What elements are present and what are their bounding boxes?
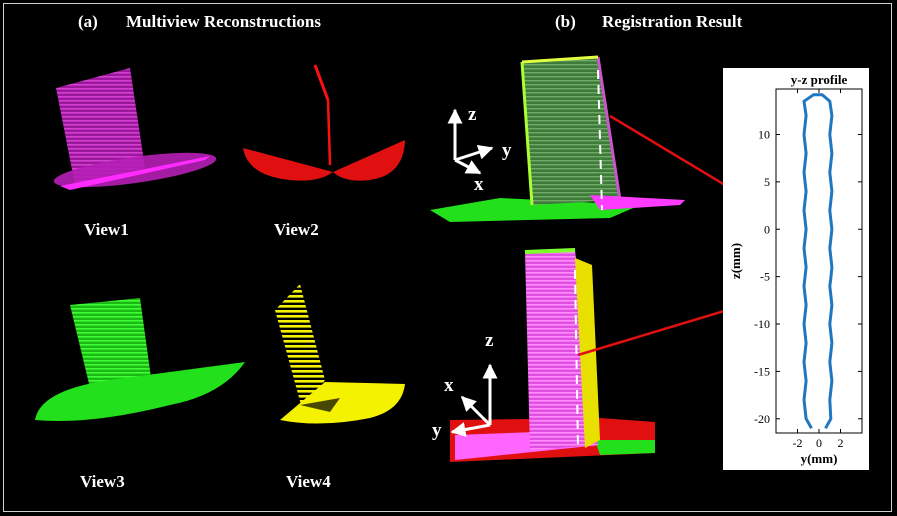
- chart-title: y-z profile: [791, 72, 848, 87]
- view1-pointcloud: [53, 68, 217, 190]
- panel-a-title: Multiview Reconstructions: [126, 12, 322, 31]
- x-tick-label: -2: [793, 436, 803, 450]
- view3-pointcloud: [35, 298, 245, 421]
- axis-bottom-x-label: x: [444, 375, 454, 396]
- axis-top-y-label: y: [502, 140, 512, 161]
- y-tick-label: 0: [764, 222, 770, 236]
- y-axis-label: z(mm): [728, 243, 743, 279]
- axis-top-x-label: x: [474, 174, 484, 195]
- plot-area: [775, 88, 863, 434]
- registration-bottom-pointcloud: [450, 248, 655, 462]
- axis-triad-bottom: [450, 363, 498, 437]
- view2-pointcloud: [243, 64, 405, 181]
- profile-series-line: [802, 93, 834, 430]
- x-tick-label: 2: [838, 436, 844, 450]
- panel-b-label: (b): [555, 12, 576, 31]
- view2-label: View2: [274, 220, 319, 239]
- y-tick-label: 5: [764, 175, 770, 189]
- y-tick-label: -20: [754, 412, 770, 426]
- axis-triad-top: [447, 108, 494, 175]
- axis-bottom-y-label: y: [432, 420, 442, 441]
- view4-label: View4: [286, 472, 331, 491]
- registration-top-pointcloud: [430, 55, 685, 222]
- y-tick-label: -15: [754, 364, 770, 378]
- y-tick-label: -10: [754, 317, 770, 331]
- view3-label: View3: [80, 472, 125, 491]
- view1-label: View1: [84, 220, 129, 239]
- panel-a-label: (a): [78, 12, 98, 31]
- x-axis-label: y(mm): [801, 451, 838, 466]
- axis-top-z-label: z: [468, 104, 477, 125]
- x-tick-label: 0: [816, 436, 822, 450]
- panel-b-title: Registration Result: [602, 12, 743, 31]
- y-tick-label: 10: [758, 127, 770, 141]
- y-tick-label: -5: [760, 270, 770, 284]
- view4-pointcloud: [275, 284, 405, 424]
- axis-bottom-z-label: z: [485, 330, 494, 351]
